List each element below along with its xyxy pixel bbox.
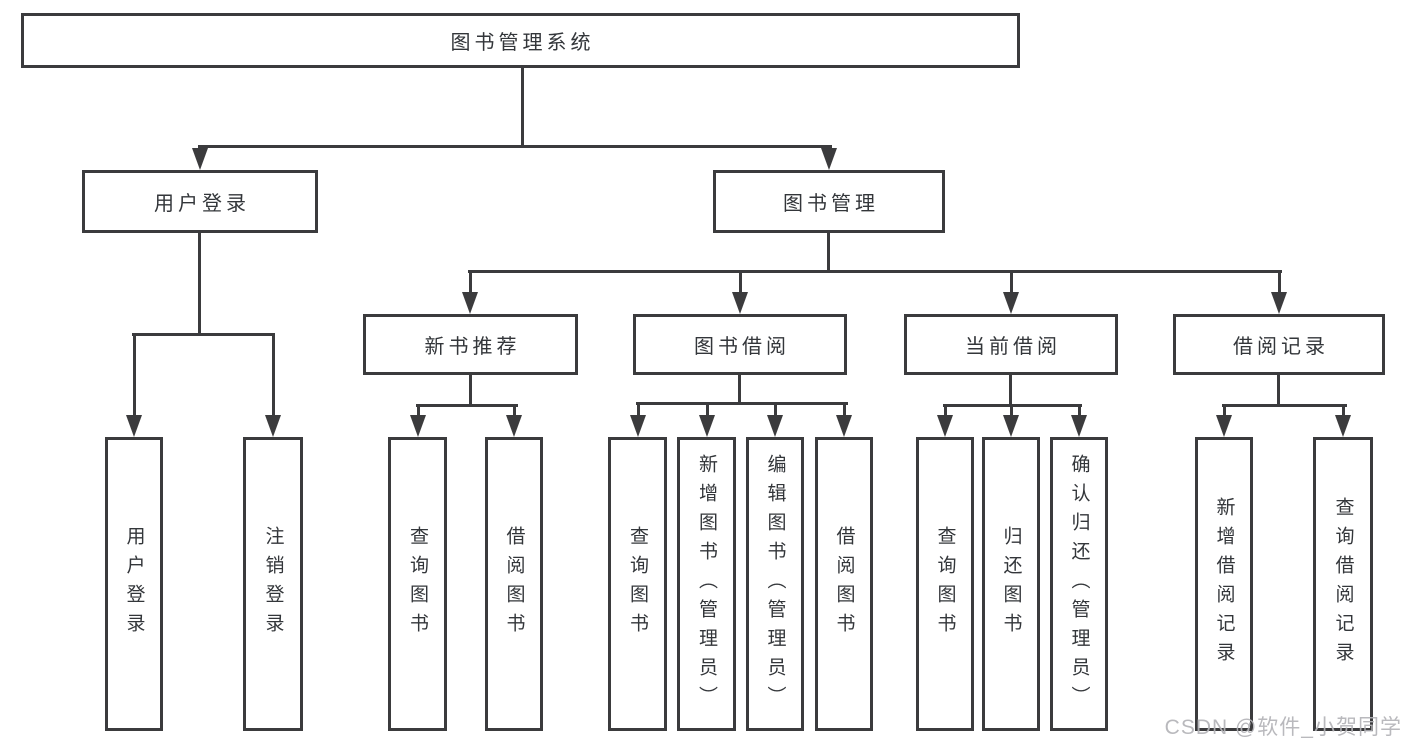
arrowhead	[410, 406, 426, 437]
node-book-borrowing: 图书借阅	[633, 314, 847, 375]
arrowhead	[937, 406, 953, 437]
node-label: 借阅图书	[833, 526, 855, 642]
leaf-borrow-books-2: 借阅图书	[815, 437, 873, 731]
watermark: CSDN @软件_小贺同学	[1164, 716, 1402, 739]
connector	[943, 404, 1082, 407]
node-current-borrowing: 当前借阅	[904, 314, 1118, 375]
leaf-add-book-admin: 新增图书（管理员）	[677, 437, 736, 731]
leaf-confirm-return-admin: 确认归还（管理员）	[1050, 437, 1108, 731]
leaf-query-books-3: 查询图书	[916, 437, 974, 731]
connector	[416, 404, 518, 407]
node-label: 新书推荐	[424, 336, 521, 358]
node-label: 新增图书（管理员）	[696, 453, 717, 715]
node-label: 确认归还（管理员）	[1068, 453, 1090, 715]
connector	[636, 402, 848, 405]
arrowhead	[1003, 272, 1019, 314]
connector	[1222, 404, 1347, 407]
arrowhead	[630, 404, 646, 437]
node-label: 用户登录	[123, 526, 145, 642]
node-label: 查询借阅记录	[1332, 497, 1354, 671]
node-new-book-recommendation: 新书推荐	[363, 314, 578, 375]
arrowhead	[192, 147, 208, 170]
node-label: 借阅图书	[503, 526, 525, 642]
node-library-system: 图书管理系统	[21, 13, 1020, 68]
node-label: 图书管理系统	[450, 32, 595, 54]
node-label: 新增借阅记录	[1213, 497, 1235, 671]
leaf-edit-book-admin: 编辑图书（管理员）	[746, 437, 804, 731]
arrowhead	[1071, 406, 1087, 437]
connector	[738, 375, 741, 405]
connector	[468, 270, 1282, 273]
connector	[132, 333, 275, 336]
arrowhead	[821, 147, 837, 170]
leaf-borrow-books-1: 借阅图书	[485, 437, 543, 731]
node-label: 查询图书	[627, 526, 648, 642]
node-label: 查询图书	[407, 526, 428, 642]
connector	[1009, 375, 1012, 407]
connector	[198, 233, 201, 336]
node-label: 注销登录	[262, 526, 284, 642]
node-label: 用户登录	[154, 193, 250, 215]
leaf-user-login: 用户登录	[105, 437, 163, 731]
node-label: 归还图书	[1000, 526, 1022, 642]
node-label: 当前借阅	[965, 336, 1061, 358]
node-book-management: 图书管理	[713, 170, 945, 233]
arrowhead	[732, 272, 748, 314]
leaf-return-book: 归还图书	[982, 437, 1040, 731]
arrowhead	[699, 404, 715, 437]
arrowhead	[1335, 406, 1351, 437]
arrowhead	[126, 335, 142, 437]
node-label: 编辑图书（管理员）	[764, 453, 786, 715]
connector	[827, 233, 830, 273]
arrowhead	[265, 335, 281, 437]
connector	[198, 145, 832, 148]
node-label: 图书管理	[783, 193, 879, 215]
leaf-query-books-1: 查询图书	[388, 437, 447, 731]
connector	[469, 375, 472, 407]
arrowhead	[1216, 406, 1232, 437]
arrowhead	[767, 404, 783, 437]
arrowhead	[1003, 406, 1019, 437]
leaf-query-borrow-record: 查询借阅记录	[1313, 437, 1373, 731]
connector	[1277, 375, 1280, 407]
leaf-add-borrow-record: 新增借阅记录	[1195, 437, 1253, 731]
leaf-query-books-2: 查询图书	[608, 437, 667, 731]
node-label: 图书借阅	[694, 336, 790, 358]
arrowhead	[462, 272, 478, 314]
leaf-logout: 注销登录	[243, 437, 303, 731]
node-label: 查询图书	[934, 526, 956, 642]
arrowhead	[836, 404, 852, 437]
node-borrowing-records: 借阅记录	[1173, 314, 1385, 375]
node-user-login: 用户登录	[82, 170, 318, 233]
arrowhead	[506, 406, 522, 437]
node-label: 借阅记录	[1233, 336, 1329, 358]
arrowhead	[1271, 272, 1287, 314]
connector	[521, 68, 524, 148]
